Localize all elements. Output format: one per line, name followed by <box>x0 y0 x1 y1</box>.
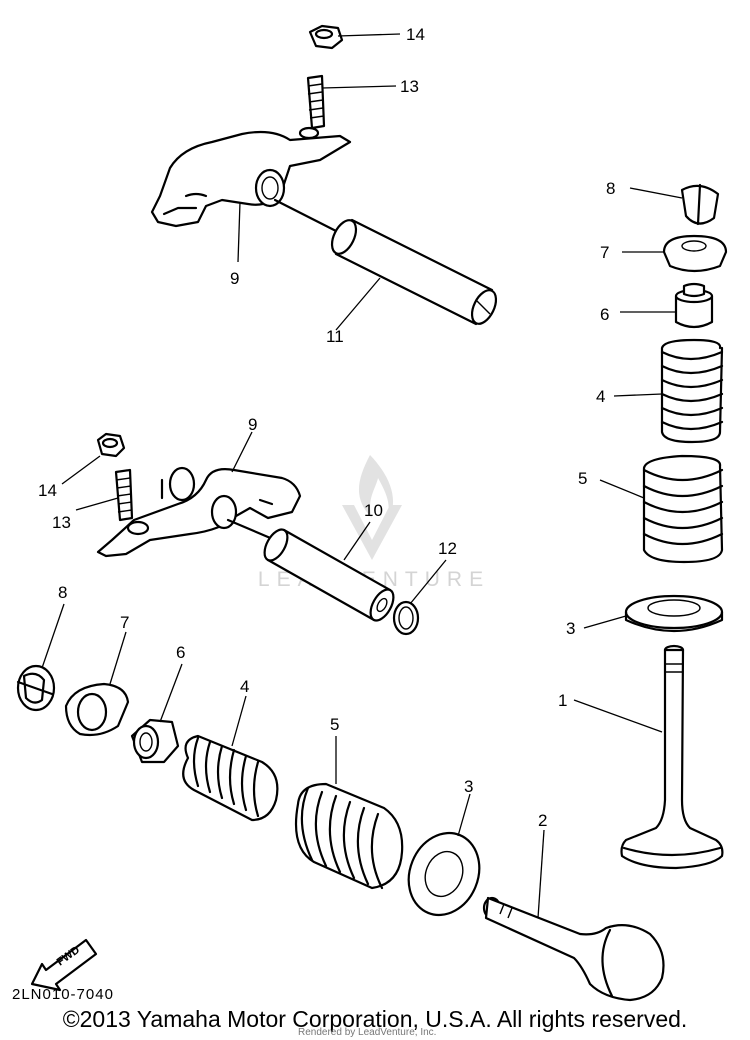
oil-seal-right <box>674 282 714 329</box>
callout-1: 1 <box>558 691 567 710</box>
callout-8-lower: 8 <box>58 583 67 602</box>
callout-9-lower: 9 <box>248 415 257 434</box>
fwd-arrow-icon: FWD <box>30 938 98 992</box>
inner-spring-lower <box>182 734 279 822</box>
callout-7-right: 7 <box>600 243 609 262</box>
callout-5-right: 5 <box>578 469 587 488</box>
callout-numbers: 14 13 9 11 8 7 6 4 5 3 1 9 14 13 10 12 8… <box>38 25 615 830</box>
valve-lower <box>482 896 665 1002</box>
callout-13-upper: 13 <box>400 77 419 96</box>
callout-3-lower: 3 <box>464 777 473 796</box>
valve-right <box>620 644 724 870</box>
spring-retainer-right <box>662 234 728 273</box>
callout-11: 11 <box>326 327 344 346</box>
callout-14-upper: 14 <box>406 25 425 44</box>
oil-seal-lower <box>130 718 180 764</box>
rocker-shaft-lower <box>226 518 395 622</box>
callout-2: 2 <box>538 811 547 830</box>
spring-retainer-lower <box>64 682 130 737</box>
spring-seat-lower <box>407 831 481 917</box>
callout-4-right: 4 <box>596 387 605 406</box>
rocker-shaft-upper <box>273 198 498 326</box>
copyright-notice: ©2013 Yamaha Motor Corporation, U.S.A. A… <box>62 1006 688 1032</box>
locknut-upper <box>308 24 344 50</box>
outer-spring-lower <box>294 782 404 890</box>
rocker-arm-lower <box>96 466 302 558</box>
callout-9-upper: 9 <box>230 269 239 288</box>
callout-7-lower: 7 <box>120 613 129 632</box>
callout-6-lower: 6 <box>176 643 185 662</box>
valve-cotter-right <box>680 183 720 226</box>
locknut-lower <box>96 432 126 458</box>
callout-4-lower: 4 <box>240 677 249 696</box>
callout-3-right: 3 <box>566 619 575 638</box>
callout-5-lower: 5 <box>330 715 339 734</box>
callout-8-right: 8 <box>606 179 615 198</box>
callout-6-right: 6 <box>600 305 609 324</box>
spring-seat-right <box>624 594 724 633</box>
callout-14-lower: 14 <box>38 481 57 500</box>
adjusting-screw-lower <box>114 468 134 522</box>
callout-13-lower: 13 <box>52 513 71 532</box>
drawing-code: 2LN010-7040 <box>12 986 114 1003</box>
outer-spring-right <box>642 454 724 564</box>
adjusting-screw-upper <box>306 74 326 130</box>
callout-10: 10 <box>364 501 383 520</box>
callout-12: 12 <box>438 539 457 558</box>
rendered-by-credit: Rendered by LeadVenture, Inc. <box>298 1027 437 1038</box>
leader-lines <box>41 33 683 919</box>
o-ring <box>392 600 420 636</box>
valve-cotter-lower <box>16 664 56 712</box>
rocker-arm-upper <box>150 126 352 228</box>
inner-spring-right <box>660 338 724 444</box>
